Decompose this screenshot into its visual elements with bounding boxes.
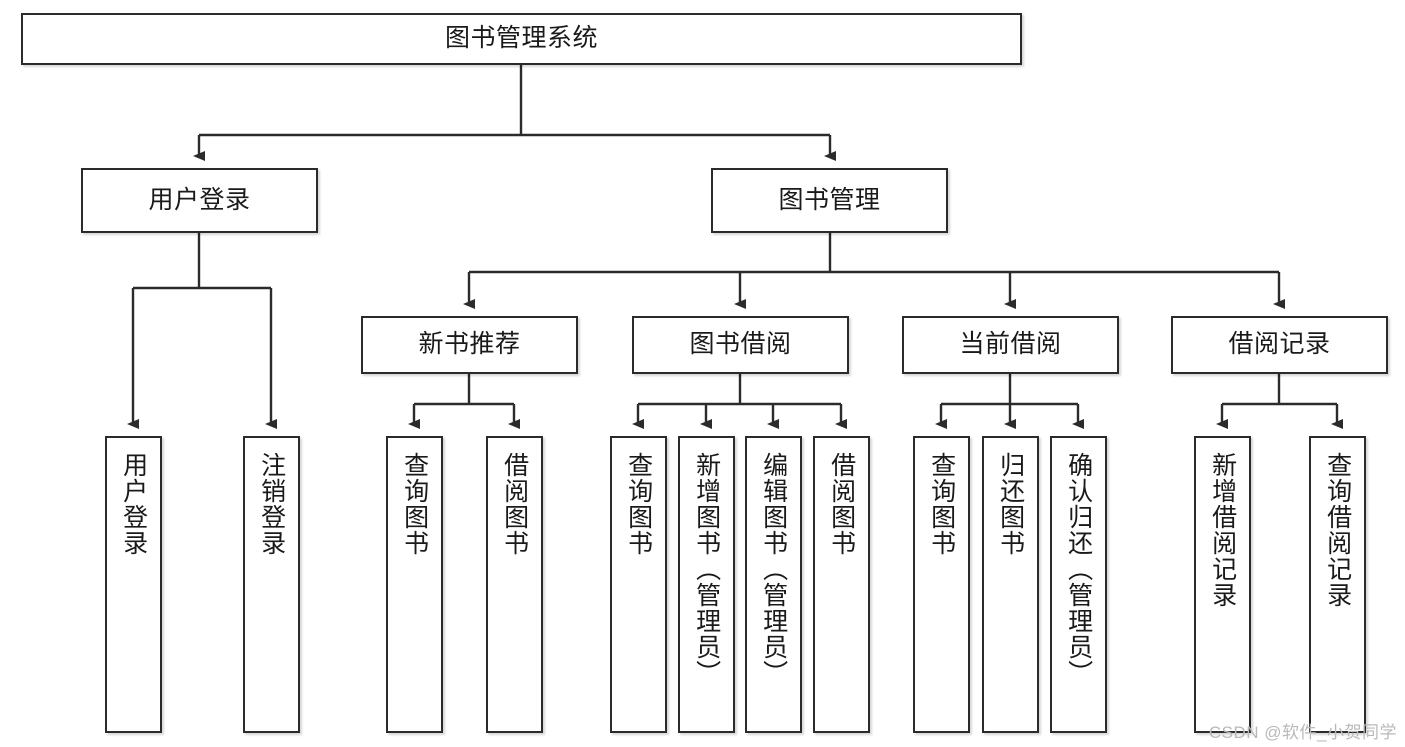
node-label: 查询图书 — [927, 452, 956, 556]
node-label: 新增图书（管理员） — [692, 452, 721, 686]
node-label: 新书推荐 — [418, 330, 521, 359]
node-book-management[interactable]: 图书管理 — [711, 168, 948, 233]
node-label: 注销登录 — [257, 452, 286, 556]
node-book-borrow[interactable]: 图书借阅 — [632, 316, 849, 374]
node-label: 查询借阅记录 — [1323, 452, 1352, 608]
node-label: 新增借阅记录 — [1208, 452, 1237, 608]
node-label: 图书管理 — [778, 185, 881, 214]
leaf-new-book-query[interactable]: 查询图书 — [386, 436, 443, 733]
node-label: 图书管理系统 — [444, 24, 598, 53]
node-current-borrow[interactable]: 当前借阅 — [902, 316, 1119, 374]
leaf-book-borrow-borrow[interactable]: 借阅图书 — [813, 436, 870, 733]
leaf-book-borrow-edit[interactable]: 编辑图书（管理员） — [745, 436, 802, 733]
node-label: 借阅图书 — [500, 452, 529, 556]
leaf-new-book-borrow[interactable]: 借阅图书 — [486, 436, 543, 733]
node-label: 用户登录 — [119, 452, 148, 556]
leaf-book-borrow-add[interactable]: 新增图书（管理员） — [678, 436, 735, 733]
leaf-borrow-record-query[interactable]: 查询借阅记录 — [1309, 436, 1366, 733]
node-label: 编辑图书（管理员） — [759, 452, 788, 686]
node-new-book-recommend[interactable]: 新书推荐 — [361, 316, 578, 374]
node-label: 借阅记录 — [1228, 330, 1331, 359]
leaf-current-borrow-query[interactable]: 查询图书 — [913, 436, 970, 733]
node-label: 图书借阅 — [689, 330, 792, 359]
node-root-book-management-system[interactable]: 图书管理系统 — [21, 13, 1022, 65]
node-label: 用户登录 — [148, 185, 251, 214]
node-label: 确认归还（管理员） — [1064, 452, 1093, 686]
node-borrow-record[interactable]: 借阅记录 — [1171, 316, 1388, 374]
node-user-login[interactable]: 用户登录 — [81, 168, 318, 233]
leaf-current-borrow-confirm-return[interactable]: 确认归还（管理员） — [1050, 436, 1107, 733]
leaf-user-login-logout[interactable]: 注销登录 — [243, 436, 300, 733]
node-label: 借阅图书 — [827, 452, 856, 556]
leaf-current-borrow-return[interactable]: 归还图书 — [982, 436, 1039, 733]
node-label: 查询图书 — [624, 452, 653, 556]
node-label: 查询图书 — [400, 452, 429, 556]
leaf-borrow-record-add[interactable]: 新增借阅记录 — [1194, 436, 1251, 733]
node-label: 当前借阅 — [959, 330, 1062, 359]
leaf-user-login-login[interactable]: 用户登录 — [105, 436, 162, 733]
leaf-book-borrow-query[interactable]: 查询图书 — [610, 436, 667, 733]
csdn-watermark: CSDN @软件_小贺同学 — [1208, 723, 1397, 742]
node-label: 归还图书 — [996, 452, 1025, 556]
